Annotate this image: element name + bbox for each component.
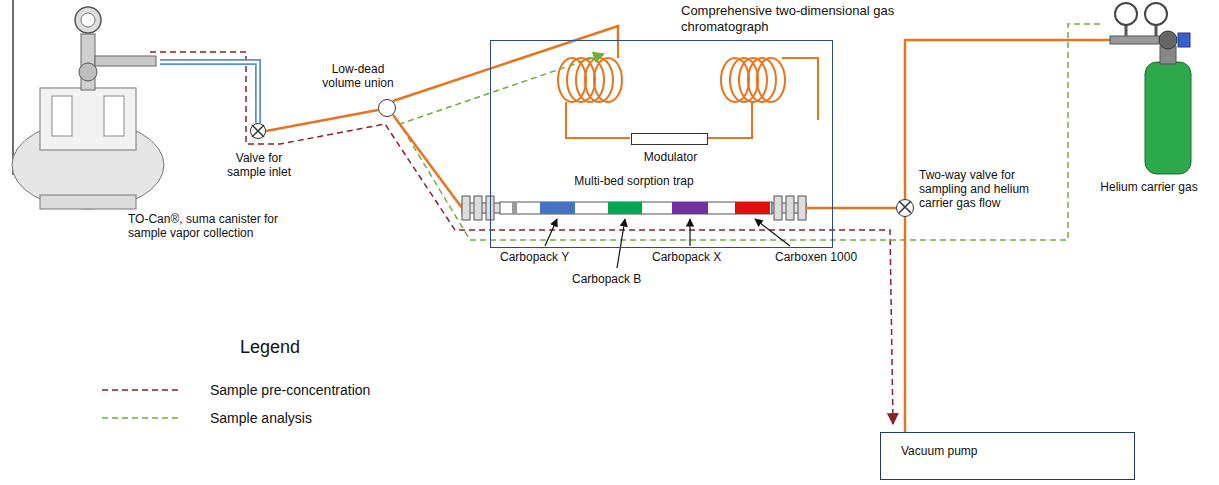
canister-skirt bbox=[40, 195, 136, 209]
trap-flange bbox=[798, 196, 806, 220]
gas-cylinder bbox=[1145, 62, 1191, 174]
node-label: Helium carrier gas bbox=[1088, 180, 1210, 194]
valve-knob bbox=[79, 63, 97, 81]
sorption-trap: Multi-bed sorption trap bbox=[462, 196, 806, 220]
regulator-knob bbox=[1178, 33, 1190, 47]
tube-path bbox=[266, 110, 378, 131]
canister: TO-Can®, suma canister for sample vapor … bbox=[5, 0, 160, 210]
tube-outer bbox=[160, 62, 258, 123]
sorbent-bed bbox=[735, 202, 770, 214]
gauge-stem bbox=[1125, 25, 1128, 36]
node-label: Multi-bed sorption trap bbox=[462, 174, 806, 188]
trap-tube bbox=[500, 202, 772, 214]
leader-arrow bbox=[617, 219, 625, 268]
modulator-box: Modulator bbox=[631, 133, 708, 145]
sorption-trap-illustration bbox=[462, 196, 806, 220]
valve-stem bbox=[81, 34, 95, 90]
trap-flange bbox=[786, 196, 794, 220]
dashed-line-sample bbox=[102, 417, 178, 419]
legend-line-sample bbox=[100, 412, 180, 424]
legend-entry: Sample pre-concentration bbox=[100, 382, 370, 398]
valve-cross bbox=[252, 125, 264, 137]
analysis-flow-path bbox=[400, 24, 1100, 240]
dashed-line-sample bbox=[102, 389, 178, 391]
gauge-stem bbox=[1155, 25, 1158, 36]
regulator-gauge bbox=[1145, 3, 1167, 25]
valve-symbols bbox=[252, 125, 911, 213]
sorbent-label: Carbopack B bbox=[572, 272, 641, 286]
inlet-valve: Valve for sample inlet bbox=[250, 123, 266, 139]
legend-line-sample bbox=[100, 384, 180, 396]
trap-flange bbox=[462, 196, 470, 220]
column-tube bbox=[782, 58, 818, 120]
coil-winding bbox=[757, 58, 785, 102]
wool-plug bbox=[512, 202, 517, 214]
sorbent-leaders bbox=[545, 219, 790, 268]
preconcentration-flow-path bbox=[150, 52, 893, 424]
node-label: TO-Can®, suma canister for sample vapor … bbox=[128, 212, 313, 240]
collar-cutout bbox=[104, 96, 124, 136]
canister-illustration bbox=[12, 0, 164, 209]
union-fitting: Low-dead volume union bbox=[378, 99, 396, 117]
sorbent-label: Carbopack Y bbox=[500, 250, 569, 264]
frame-line bbox=[12, 0, 13, 175]
valve-cross bbox=[899, 201, 911, 213]
sample-transfer-line bbox=[160, 62, 258, 123]
node-label: Two-way valve for sampling and helium ca… bbox=[919, 168, 1054, 210]
column-tube bbox=[707, 102, 752, 138]
tubing-line bbox=[393, 115, 462, 208]
vacuum-pump-box: Vacuum pump bbox=[880, 432, 1135, 480]
legend-heading: Legend bbox=[240, 336, 300, 358]
node-label: Comprehensive two-dimensional gas chroma… bbox=[681, 3, 913, 35]
leader-arrow bbox=[689, 219, 690, 246]
node-label: Vacuum pump bbox=[901, 444, 977, 458]
helium-cylinder-illustration bbox=[1098, 3, 1191, 174]
leader-arrow bbox=[755, 219, 790, 246]
tube-path bbox=[393, 26, 618, 101]
legend-text: Sample analysis bbox=[210, 410, 312, 426]
node-label: Low-dead volume union bbox=[317, 62, 399, 90]
gc-instrument-box: Comprehensive two-dimensional gas chroma… bbox=[490, 40, 833, 248]
trap-flange bbox=[774, 196, 782, 220]
regulator-body bbox=[1159, 31, 1177, 49]
legend-entry: Sample analysis bbox=[100, 410, 312, 426]
sorbent-label: Carboxen 1000 bbox=[775, 250, 857, 264]
tube-path bbox=[806, 207, 896, 210]
node-label: Modulator bbox=[620, 150, 721, 164]
sorbent-label: Carbopack X bbox=[652, 250, 721, 264]
two-way-valve: Two-way valve for sampling and helium ca… bbox=[896, 199, 914, 217]
tubing-line bbox=[905, 217, 906, 432]
tube-inner bbox=[160, 62, 258, 123]
helium-cylinder: Helium carrier gas bbox=[1098, 0, 1200, 174]
coil-winding bbox=[594, 58, 622, 102]
tubing-line bbox=[266, 110, 378, 131]
tube-path bbox=[393, 115, 462, 208]
tube-path bbox=[904, 217, 907, 432]
collar-cutout bbox=[52, 96, 72, 136]
leader-arrow bbox=[545, 219, 557, 246]
column-tube bbox=[617, 40, 619, 58]
tubing-line bbox=[806, 208, 896, 209]
gauge-face bbox=[81, 13, 95, 27]
canister-collar bbox=[40, 88, 136, 150]
node-label: Valve for sample inlet bbox=[219, 151, 299, 179]
column-tube bbox=[566, 102, 630, 138]
legend-text: Sample pre-concentration bbox=[210, 382, 370, 398]
gc-column-tubing bbox=[558, 40, 818, 138]
pressure-gauge bbox=[75, 7, 101, 33]
sorbent-bed bbox=[672, 202, 708, 214]
sorbent-bed bbox=[608, 202, 642, 214]
tubing-line bbox=[393, 26, 618, 101]
regulator-gauge bbox=[1115, 3, 1137, 25]
sorbent-bed bbox=[540, 202, 575, 214]
outlet-fitting bbox=[95, 56, 156, 66]
trap-flange bbox=[474, 196, 482, 220]
